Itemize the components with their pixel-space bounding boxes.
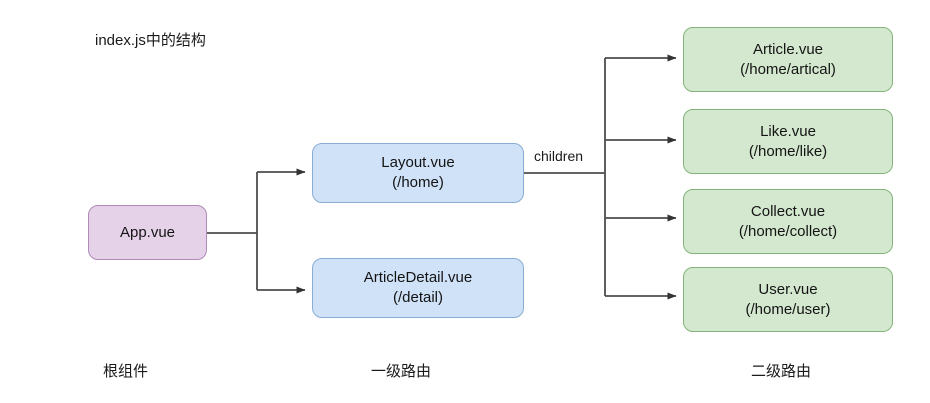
node-like-vue-path: (/home/like) — [748, 142, 828, 160]
node-app-vue-name: App.vue — [119, 223, 176, 241]
node-articledetail-vue-name: ArticleDetail.vue — [363, 269, 473, 287]
edge-layout-to-level2 — [524, 54, 677, 300]
node-collect-vue-name: Collect.vue — [750, 202, 826, 220]
caption-level1-route: 一级路由 — [371, 363, 432, 380]
page-title: index.js中的结构 — [95, 32, 206, 49]
node-collect-vue-path: (/home/collect) — [738, 222, 838, 240]
node-article-vue-name: Article.vue — [752, 40, 824, 58]
node-collect-vue[interactable]: Collect.vue (/home/collect) — [683, 189, 893, 254]
node-like-vue[interactable]: Like.vue (/home/like) — [683, 109, 893, 174]
caption-root-component: 根组件 — [103, 363, 149, 380]
node-user-vue-path: (/home/user) — [745, 300, 831, 318]
node-articledetail-vue-path: (/detail) — [392, 289, 444, 306]
node-layout-vue[interactable]: Layout.vue (/home) — [312, 143, 524, 203]
node-user-vue[interactable]: User.vue (/home/user) — [683, 267, 893, 332]
node-article-vue[interactable]: Article.vue (/home/artical) — [683, 27, 893, 92]
node-articledetail-vue[interactable]: ArticleDetail.vue (/detail) — [312, 258, 524, 318]
edge-label-children: children — [531, 148, 587, 164]
node-user-vue-name: User.vue — [758, 280, 818, 298]
caption-level2-route: 二级路由 — [751, 363, 812, 380]
node-layout-vue-name: Layout.vue — [381, 154, 455, 172]
edge-root-to-level1 — [207, 168, 306, 294]
node-article-vue-path: (/home/artical) — [740, 60, 836, 78]
node-app-vue[interactable]: App.vue — [88, 205, 207, 260]
node-layout-vue-path: (/home) — [392, 174, 444, 191]
node-like-vue-name: Like.vue — [760, 122, 816, 140]
